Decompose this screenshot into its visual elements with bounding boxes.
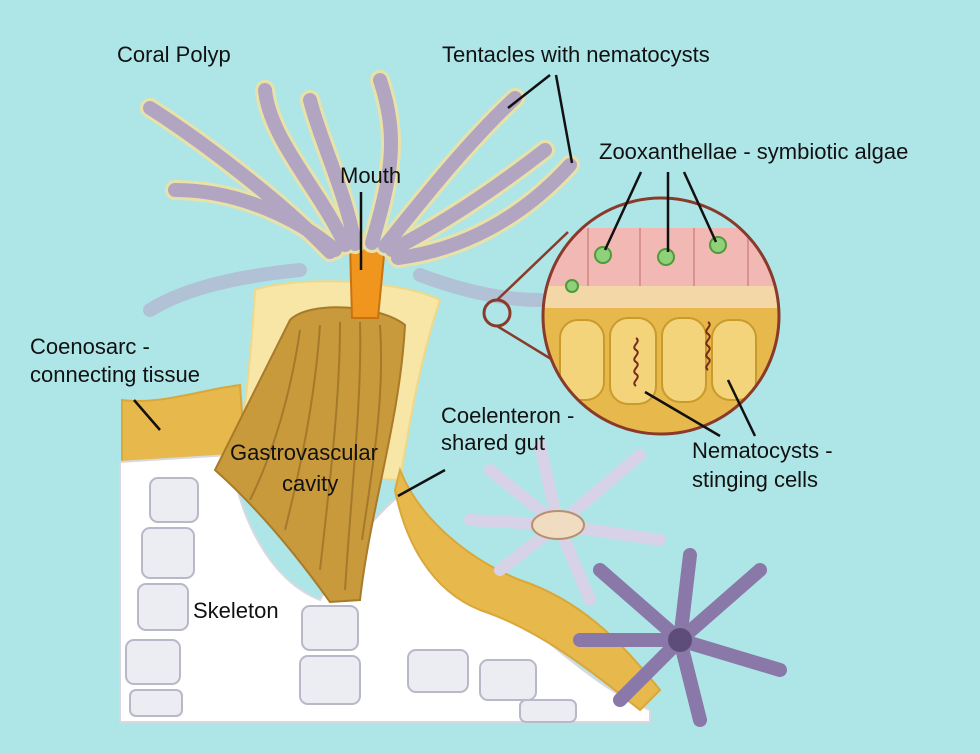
skeleton-blocks xyxy=(125,477,577,723)
zooxanthellae-cells xyxy=(565,236,727,293)
leader-lines xyxy=(133,74,757,498)
coelenteron-label-line1: Coelenteron - xyxy=(441,403,575,428)
gastrovascular-label-line2: cavity xyxy=(282,471,339,496)
title-label: Coral Polyp xyxy=(117,42,231,67)
small-polyp-purple xyxy=(573,548,787,727)
coenosarc-label-line2: connecting tissue xyxy=(30,362,200,387)
coenosarc-label-line1: Coenosarc - xyxy=(30,334,150,359)
skeleton-label: Skeleton xyxy=(193,598,279,623)
small-polyp-purple-mouth xyxy=(668,628,692,652)
small-polyp-pale-mouth xyxy=(531,510,585,540)
magnifier-line-bottom xyxy=(496,324,557,364)
coelenteron-label-line2: shared gut xyxy=(441,430,545,455)
nematocysts-label-line2: stinging cells xyxy=(692,467,818,492)
magnifier-line-top xyxy=(496,231,569,301)
zooxanthellae-label: Zooxanthellae - symbiotic algae xyxy=(599,139,909,164)
magnifier-ring xyxy=(541,196,781,436)
nematocysts-label-line1: Nematocysts - xyxy=(692,438,833,463)
side-tentacle-left xyxy=(143,263,307,317)
mouth-label: Mouth xyxy=(340,163,402,188)
tentacles-label: Tentacles with nematocysts xyxy=(442,42,710,67)
gastrovascular-label-line1: Gastrovascular xyxy=(230,440,378,465)
coelenteron-tissue xyxy=(393,466,662,712)
gut-folds xyxy=(249,321,383,591)
tentacles xyxy=(143,73,577,265)
side-tentacle-right xyxy=(413,268,547,307)
nematocyst-coils xyxy=(633,321,711,387)
gastrovascular-cavity xyxy=(213,306,407,604)
